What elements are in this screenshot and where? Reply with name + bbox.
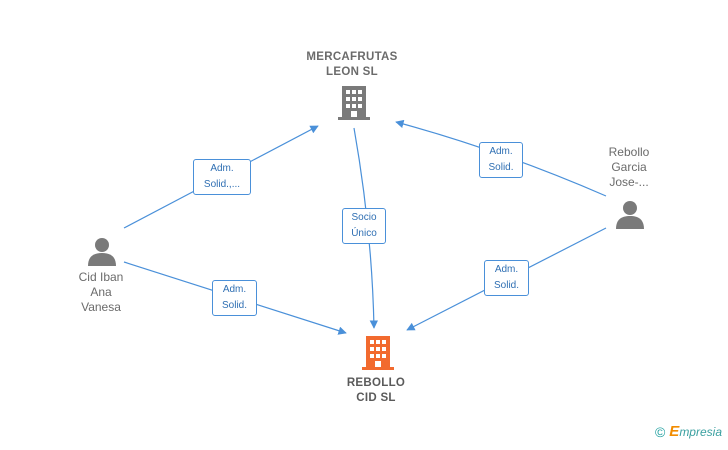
copyright-symbol: © xyxy=(654,423,666,440)
edge-label-mercafrutas-to-rebollo-cid[interactable]: Socio Único xyxy=(342,208,386,244)
brand-watermark: © Empresia xyxy=(655,423,722,440)
building-icon xyxy=(362,336,394,370)
edge-label-cid-to-mercafrutas[interactable]: Adm. Solid.,... xyxy=(193,159,251,195)
node-label-rebollo-cid[interactable]: REBOLLO CID SL xyxy=(346,377,406,404)
empresia-logo: Empresia xyxy=(669,423,722,440)
edge-label-garcia-to-rebollo-cid[interactable]: Adm. Solid. xyxy=(484,260,529,296)
person-icon xyxy=(88,238,116,266)
edge-label-cid-to-rebollo-cid[interactable]: Adm. Solid. xyxy=(212,280,257,316)
edge-label-garcia-to-mercafrutas[interactable]: Adm. Solid. xyxy=(479,142,523,178)
building-icon xyxy=(338,86,370,120)
node-label-cid-iban[interactable]: Cid Iban Ana Vanesa xyxy=(78,270,124,314)
person-icon xyxy=(616,201,644,229)
node-label-mercafrutas[interactable]: MERCAFRUTAS LEON SL xyxy=(306,51,398,78)
node-label-rebollo-garcia[interactable]: Rebollo Garcia Jose-... xyxy=(608,145,650,189)
